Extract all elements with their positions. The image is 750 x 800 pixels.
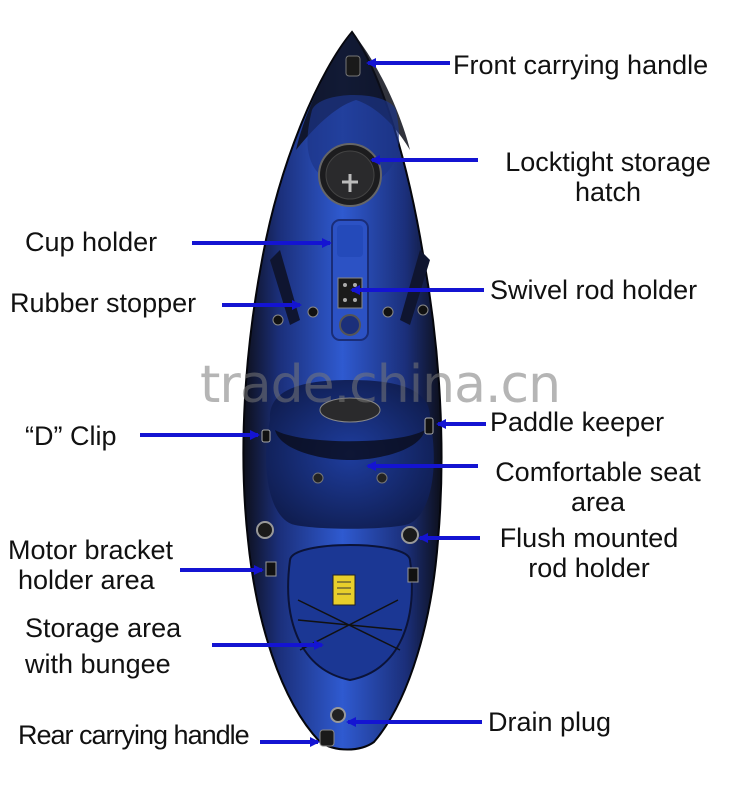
label-storage-hatch-line1: Locktight storage [505, 147, 711, 177]
label-storage-area-line2: with bungee [25, 649, 171, 679]
label-seat-area: Comfortable seat area [478, 457, 718, 517]
label-front-carrying-handle: Front carrying handle [453, 50, 709, 80]
front-carrying-handle [345, 55, 361, 77]
swivel-rod-holder [337, 277, 363, 309]
label-seat-area-line2: area [570, 487, 626, 517]
seat-area [266, 380, 434, 529]
watermark: trade.china.cn [200, 355, 561, 415]
label-paddle-keeper: Paddle keeper [490, 407, 665, 437]
label-storage-area-line1: Storage area [25, 613, 182, 643]
label-storage-area: Storage area with bungee [25, 610, 181, 682]
label-flush-rod-holder-line1: Flush mounted [499, 523, 679, 553]
label-flush-rod-holder: Flush mounted rod holder [476, 523, 702, 583]
label-seat-area-line1: Comfortable seat [495, 457, 701, 487]
label-d-clip: “D” Clip [25, 421, 117, 451]
callout-arrows [140, 58, 486, 747]
label-rubber-stopper: Rubber stopper [10, 288, 197, 318]
label-motor-bracket-line2: holder area [18, 565, 155, 595]
label-flush-rod-holder-line2: rod holder [528, 553, 650, 583]
label-swivel-rod-holder: Swivel rod holder [490, 275, 698, 305]
label-motor-bracket: Motor bracket holder area [8, 535, 173, 595]
label-storage-hatch: Locktight storage hatch [478, 147, 738, 207]
label-drain-plug: Drain plug [488, 707, 612, 737]
label-rear-carrying-handle: Rear carrying handle [18, 720, 250, 750]
storage-hatch [318, 143, 382, 207]
label-cup-holder: Cup holder [25, 227, 158, 257]
label-storage-hatch-line2: hatch [574, 177, 642, 207]
label-motor-bracket-line1: Motor bracket [8, 535, 174, 565]
